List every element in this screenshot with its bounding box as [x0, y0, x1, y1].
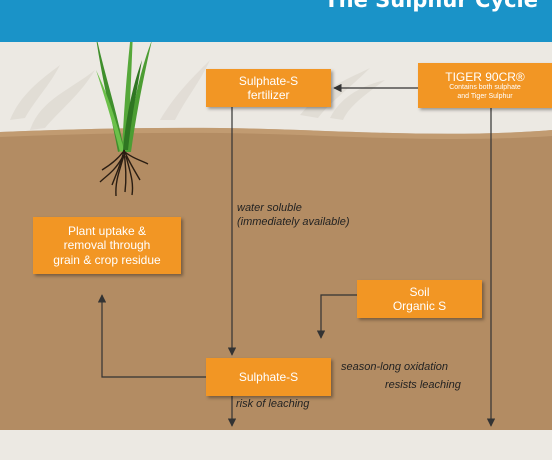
box-label: Plant uptake & [67, 223, 147, 238]
box-sublabel: and Tiger Sulphur [457, 92, 513, 100]
box-label: Sulphate-S [238, 73, 299, 88]
box-label: Organic S [392, 299, 447, 313]
annotation-line: (immediately available) [237, 216, 350, 228]
box-sublabel: Contains both sulphate [449, 84, 521, 92]
resists-leaching-annotation: resists leaching [385, 379, 461, 391]
soil-organic-s-box: Soil Organic S [357, 280, 482, 318]
box-label: TIGER 90CR® [445, 69, 525, 84]
sulphate-s-fertilizer-box: Sulphate-S fertilizer [206, 69, 331, 107]
arrow-sulphate-to-plant-uptake [97, 294, 206, 378]
page-title: The Sulphur Cycle [324, 0, 538, 12]
box-label: Soil [409, 284, 430, 299]
bottom-strip [0, 430, 552, 460]
plant-uptake-box: Plant uptake & removal through grain & c… [33, 217, 181, 274]
grass-plant-icon [95, 8, 152, 197]
sulphate-s-box: Sulphate-S [206, 358, 331, 396]
season-long-oxidation-annotation: season-long oxidation [341, 361, 449, 373]
box-label: fertilizer [247, 88, 290, 102]
box-label: removal through [63, 238, 151, 253]
box-label: grain & crop residue [53, 252, 161, 267]
risk-of-leaching-annotation: risk of leaching [236, 398, 310, 410]
arrow-soil-organic-to-sulphate [316, 294, 357, 339]
water-soluble-annotation: water soluble (immediately available) [237, 201, 350, 229]
annotation-line: water soluble [237, 202, 302, 214]
tiger-90cr-box: TIGER 90CR® Contains both sulphate and T… [418, 63, 552, 108]
box-label: Sulphate-S [238, 369, 299, 384]
title-banner: The Sulphur Cycle [0, 0, 552, 42]
